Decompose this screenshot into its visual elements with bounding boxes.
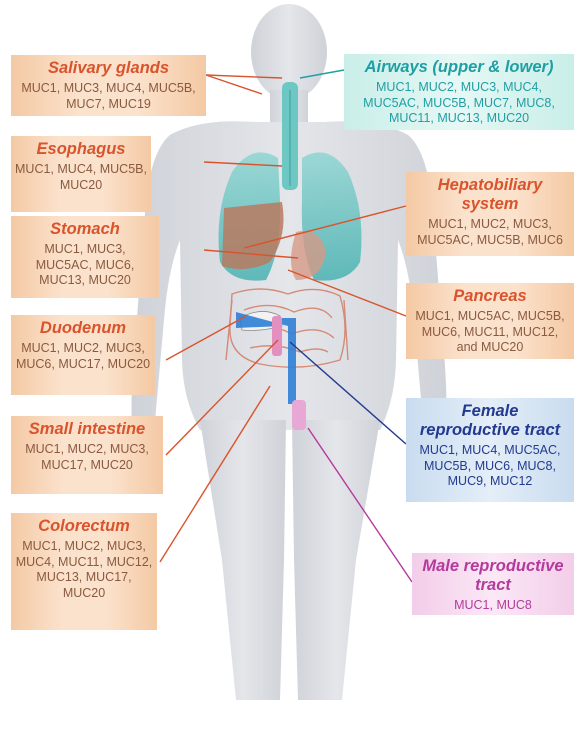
salivary-glands-box: Salivary glands MUC1, MUC3, MUC4, MUC5B,… — [11, 55, 206, 116]
hepatobiliary-box: Hepatobiliary system MUC1, MUC2, MUC3, M… — [406, 172, 574, 256]
pancreas-title: Pancreas — [410, 287, 570, 306]
stomach-box: Stomach MUC1, MUC3, MUC5AC, MUC6, MUC13,… — [11, 216, 159, 298]
male-reproductive-genes: MUC1, MUC8 — [416, 598, 570, 614]
pancreas-box: Pancreas MUC1, MUC5AC, MUC5B, MUC6, MUC1… — [406, 283, 574, 359]
male-reproductive-title: Male reproductive tract — [416, 557, 570, 595]
small-intestine-box: Small intestine MUC1, MUC2, MUC3, MUC17,… — [11, 416, 163, 494]
duodenum-box: Duodenum MUC1, MUC2, MUC3, MUC6, MUC17, … — [11, 315, 155, 395]
hepatobiliary-genes: MUC1, MUC2, MUC3, MUC5AC, MUC5B, MUC6 — [410, 217, 570, 248]
salivary-glands-genes: MUC1, MUC3, MUC4, MUC5B, MUC7, MUC19 — [15, 81, 202, 112]
stomach-title: Stomach — [15, 220, 155, 239]
female-reproductive-title: Female reproductive tract — [410, 402, 570, 440]
hepatobiliary-title: Hepatobiliary system — [410, 176, 570, 214]
colorectum-title: Colorectum — [15, 517, 153, 536]
salivary-glands-title: Salivary glands — [15, 59, 202, 78]
pancreas-genes: MUC1, MUC5AC, MUC5B, MUC6, MUC11, MUC12,… — [410, 309, 570, 356]
female-reproductive-genes: MUC1, MUC4, MUC5AC, MUC5B, MUC6, MUC8, M… — [410, 443, 570, 490]
stomach-genes: MUC1, MUC3, MUC5AC, MUC6, MUC13, MUC20 — [15, 242, 155, 289]
airways-genes: MUC1, MUC2, MUC3, MUC4, MUC5AC, MUC5B, M… — [348, 80, 570, 127]
line-salivary-b — [206, 75, 262, 94]
airways-box: Airways (upper & lower) MUC1, MUC2, MUC3… — [344, 54, 574, 130]
duodenum-genes: MUC1, MUC2, MUC3, MUC6, MUC17, MUC20 — [15, 341, 151, 372]
female-reproductive-box: Female reproductive tract MUC1, MUC4, MU… — [406, 398, 574, 502]
airways-title: Airways (upper & lower) — [348, 58, 570, 77]
male-reproductive-box: Male reproductive tract MUC1, MUC8 — [412, 553, 574, 615]
colorectum-box: Colorectum MUC1, MUC2, MUC3, MUC4, MUC11… — [11, 513, 157, 630]
trachea — [282, 82, 298, 190]
esophagus-box: Esophagus MUC1, MUC4, MUC5B, MUC20 — [11, 136, 151, 212]
small-intestine-genes: MUC1, MUC2, MUC3, MUC17, MUC20 — [15, 442, 159, 473]
esophagus-genes: MUC1, MUC4, MUC5B, MUC20 — [15, 162, 147, 193]
colorectum-genes: MUC1, MUC2, MUC3, MUC4, MUC11, MUC12, MU… — [15, 539, 153, 601]
esophagus-title: Esophagus — [15, 140, 147, 159]
duodenum-title: Duodenum — [15, 319, 151, 338]
small-intestine-title: Small intestine — [15, 420, 159, 439]
